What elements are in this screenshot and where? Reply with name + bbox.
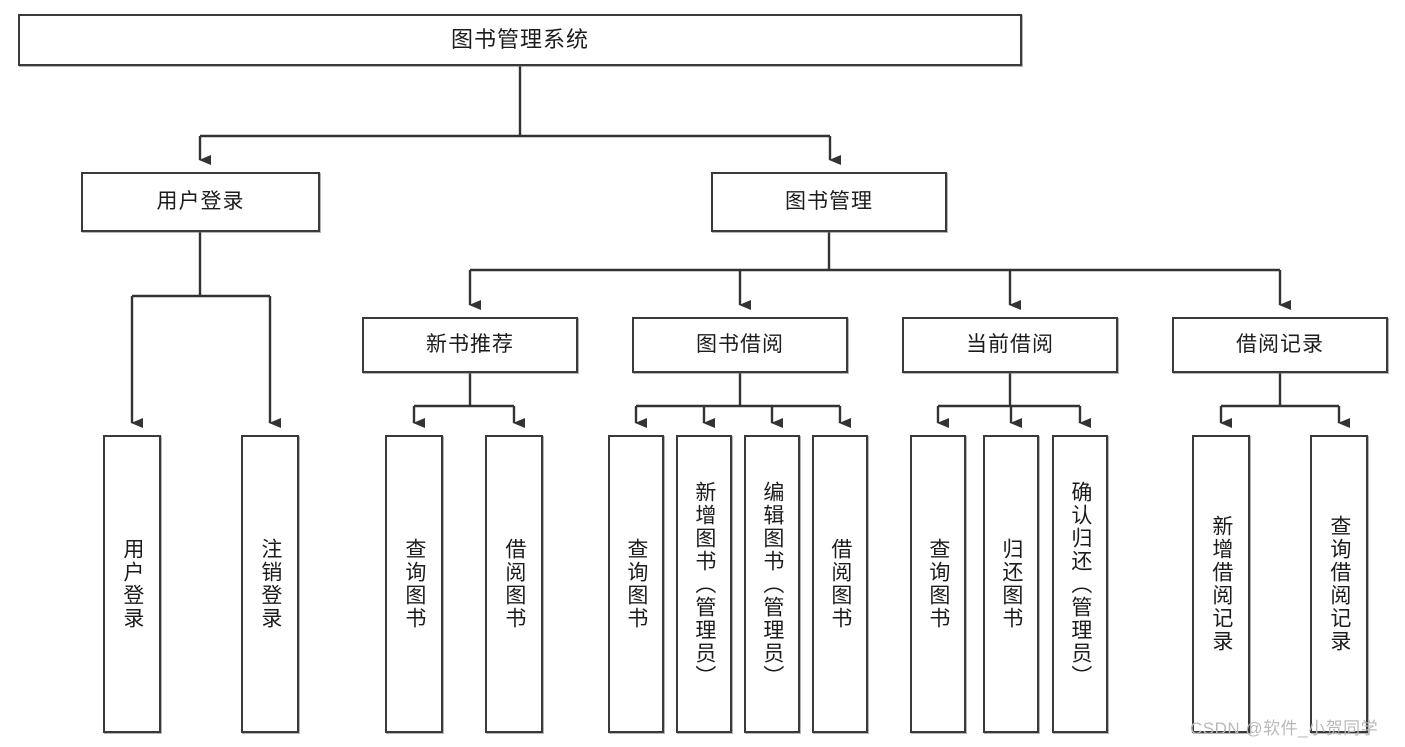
leaf-label: 借阅图书 — [828, 538, 852, 630]
leaf-label: 查询图书 — [926, 538, 950, 630]
leaf-label: 借阅图书 — [502, 538, 526, 630]
leaf-borrow-book-recommend[interactable]: 借阅图书 — [485, 435, 543, 733]
node-current-borrow[interactable]: 当前借阅 — [902, 317, 1118, 373]
leaf-logout-login[interactable]: 注销登录 — [241, 435, 299, 733]
node-user-login-label: 用户登录 — [156, 190, 245, 214]
leaf-label: 新增借阅记录 — [1209, 515, 1233, 653]
node-book-borrow-label: 图书借阅 — [696, 333, 784, 357]
node-new-book-recommend[interactable]: 新书推荐 — [362, 317, 578, 373]
leaf-user-login[interactable]: 用户登录 — [103, 435, 161, 733]
leaf-borrow-book[interactable]: 借阅图书 — [812, 435, 868, 733]
node-user-login[interactable]: 用户登录 — [81, 172, 320, 232]
leaf-edit-book-admin[interactable]: 编辑图书（管理员） — [744, 435, 800, 733]
leaf-label: 归还图书 — [999, 538, 1023, 630]
leaf-label: 用户登录 — [120, 538, 144, 630]
node-book-borrow[interactable]: 图书借阅 — [632, 317, 848, 373]
node-current-borrow-label: 当前借阅 — [966, 333, 1054, 357]
leaf-query-book-borrow[interactable]: 查询图书 — [608, 435, 664, 733]
leaf-label: 注销登录 — [258, 538, 282, 630]
leaf-query-book-current[interactable]: 查询图书 — [910, 435, 966, 733]
node-borrow-record-label: 借阅记录 — [1236, 333, 1324, 357]
node-borrow-record[interactable]: 借阅记录 — [1172, 317, 1388, 373]
leaf-confirm-return-admin[interactable]: 确认归还（管理员） — [1052, 435, 1108, 733]
leaf-label: 确认归还（管理员） — [1068, 480, 1092, 688]
node-root[interactable]: 图书管理系统 — [18, 14, 1022, 66]
leaf-return-book[interactable]: 归还图书 — [983, 435, 1039, 733]
leaf-query-borrow-record[interactable]: 查询借阅记录 — [1310, 435, 1368, 733]
leaf-add-book-admin[interactable]: 新增图书（管理员） — [676, 435, 732, 733]
csdn-watermark: CSDN @软件_小贺同学 — [1190, 719, 1379, 738]
leaf-label: 查询图书 — [402, 538, 426, 630]
leaf-query-book-recommend[interactable]: 查询图书 — [385, 435, 443, 733]
node-new-book-recommend-label: 新书推荐 — [426, 333, 514, 357]
leaf-label: 查询借阅记录 — [1327, 515, 1351, 653]
node-book-management-label: 图书管理 — [785, 190, 873, 214]
leaf-label: 查询图书 — [624, 538, 648, 630]
node-book-management[interactable]: 图书管理 — [711, 172, 947, 232]
node-root-label: 图书管理系统 — [450, 26, 589, 52]
leaf-label: 编辑图书（管理员） — [760, 480, 784, 688]
leaf-label: 新增图书（管理员） — [692, 480, 716, 688]
leaf-add-borrow-record[interactable]: 新增借阅记录 — [1192, 435, 1250, 733]
